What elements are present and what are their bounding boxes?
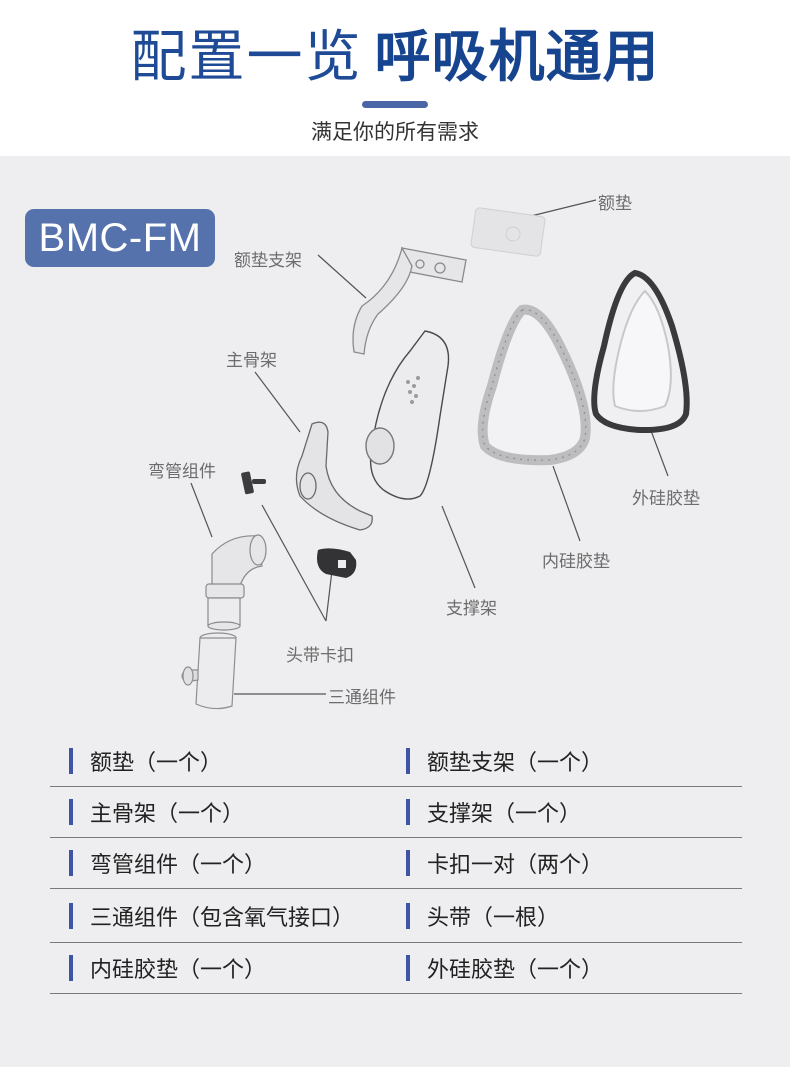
label-outer-cushion: 外硅胶垫 [632,489,700,509]
spec-item-label: 额垫支架（一个） [427,751,604,776]
inner-cushion-part [477,304,591,466]
bullet-bar-icon [406,748,410,774]
bullet-bar-icon [406,850,410,876]
spec-item: 三通组件（包含氧气接口） [69,889,354,942]
spec-item-label: 弯管组件（一个） [90,853,267,878]
spec-row: 弯管组件（一个） 卡扣一对（两个） [50,838,742,889]
bullet-bar-icon [69,799,73,825]
bullet-bar-icon [69,955,73,981]
title-light: 配置一览 [130,25,363,90]
clip-small-part [241,471,266,495]
leader-line-forehead-pad [526,199,597,218]
label-tee-assembly: 三通组件 [328,688,396,708]
spec-item: 卡扣一对（两个） [406,838,603,888]
main-frame-part [295,421,373,531]
leader-line-inner [552,465,581,542]
bullet-bar-icon [69,902,73,929]
spec-row: 内硅胶垫（一个） 外硅胶垫（一个） [50,943,742,994]
spec-row: 三通组件（包含氧气接口） 头带（一根） [50,889,742,943]
label-inner-cushion: 内硅胶垫 [542,552,610,572]
label-headgear-clips: 头带卡扣 [286,646,354,666]
spec-item-label: 三通组件（包含氧气接口） [90,905,355,931]
spec-item: 额垫（一个） [69,736,222,786]
spec-item: 头带（一根） [406,889,559,942]
label-forehead-pad-bracket: 额垫支架 [234,251,302,271]
bullet-bar-icon [406,902,410,929]
spec-item: 额垫支架（一个） [406,736,603,786]
header: 配置一览呼吸机通用 满足你的所有需求 [0,0,790,156]
spec-item-label: 内硅胶垫（一个） [90,958,267,983]
spec-item-label: 支撑架（一个） [427,802,582,827]
tee-part [181,632,237,710]
leader-line-main-frame [254,371,301,433]
product-stage: BMC-FM [0,156,790,1067]
bullet-bar-icon [406,955,410,981]
leader-line-elbow [190,482,213,538]
spec-item-label: 卡扣一对（两个） [427,853,604,878]
clip-large-part [317,548,357,578]
leader-line-outer [649,427,669,477]
bullet-bar-icon [406,799,410,825]
exploded-parts-diagram [181,199,690,710]
bullet-bar-icon [69,748,73,774]
spec-item-label: 头带（一根） [427,905,560,931]
spec-item-label: 额垫（一个） [90,751,223,776]
spec-row: 额垫（一个） 额垫支架（一个） [50,736,742,787]
label-support-frame: 支撑架 [446,599,497,619]
spec-row: 主骨架（一个） 支撑架（一个） [50,787,742,838]
subtitle: 满足你的所有需求 [311,120,479,144]
outer-cushion-part [591,269,690,434]
label-main-frame: 主骨架 [226,351,277,371]
spec-item-label: 外硅胶垫（一个） [427,958,604,983]
spec-item: 内硅胶垫（一个） [69,943,266,993]
leader-line-support [441,505,476,589]
spec-item: 主骨架（一个） [69,787,244,837]
spec-item-label: 主骨架（一个） [90,802,245,827]
label-forehead-pad: 额垫 [598,194,632,214]
leader-line-clip-1 [261,504,327,622]
spec-item: 外硅胶垫（一个） [406,943,603,993]
spec-item: 支撑架（一个） [406,787,581,837]
spec-item: 弯管组件（一个） [69,838,266,888]
forehead-pad-part [470,207,546,257]
label-elbow-assembly: 弯管组件 [148,462,216,482]
page-title: 配置一览呼吸机通用 [0,26,790,90]
leader-line-bracket [317,254,367,299]
elbow-part [205,534,267,631]
forehead-bracket-part [352,246,467,355]
bullet-bar-icon [69,850,73,876]
support-frame-part [365,330,450,500]
model-badge: BMC-FM [25,209,215,267]
title-bold: 呼吸机通用 [374,25,660,90]
title-underline [362,101,428,108]
spec-list: 额垫（一个） 额垫支架（一个） 主骨架（一个） 支撑架（一个） 弯管组件（一个）… [50,736,742,994]
